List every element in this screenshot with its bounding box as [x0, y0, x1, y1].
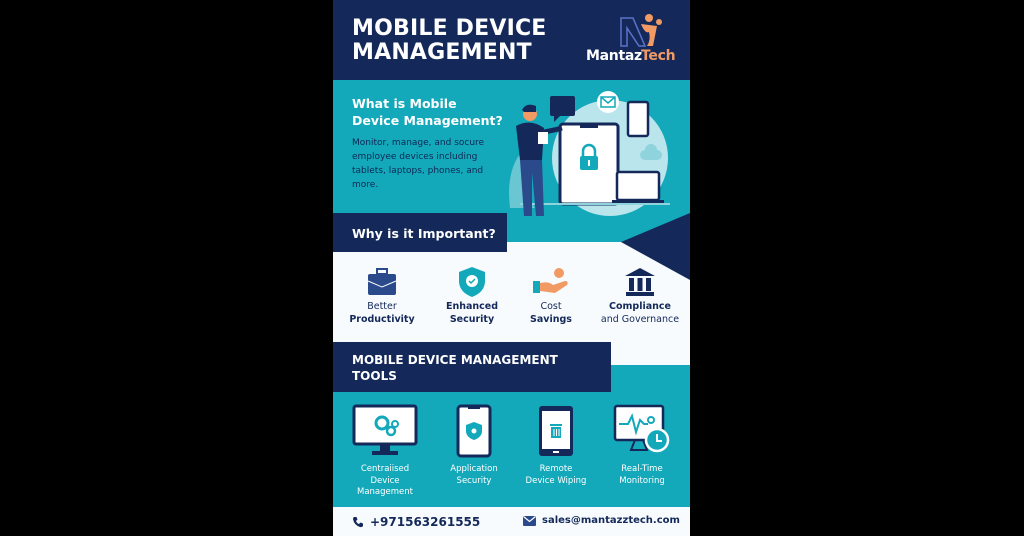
contact-footer: +971563261555 sales@mantazztech.com — [333, 507, 690, 536]
phone-shield-icon — [456, 404, 492, 458]
benefit-label-line-2: Productivity — [349, 314, 415, 325]
intro-heading-line-2: Device Management? — [352, 113, 503, 128]
tool-label-line-2: Device Wiping — [525, 475, 587, 486]
benefit-label-line-1: Enhanced — [445, 301, 499, 312]
why-important-banner: Why is it Important? — [333, 213, 507, 252]
poster-title: MOBILE DEVICE MANAGEMENT — [352, 17, 547, 65]
benefit-label-line-1: Compliance — [609, 301, 671, 312]
tool-label-line-2: Device — [370, 475, 400, 486]
hand-coin-icon — [533, 268, 568, 293]
tool-label-line-1: Remote — [539, 464, 573, 474]
tool-label-line-3: Management — [357, 487, 413, 497]
benefit-label-line-2: Security — [449, 314, 495, 325]
tools-banner-line-1: MOBILE DEVICE MANAGEMENT — [352, 353, 558, 367]
chat-bubble-icon — [550, 96, 575, 116]
logo-text-tech: Tech — [641, 48, 676, 64]
benefit-compliance-governance: Compliance and Governance — [595, 266, 685, 326]
benefit-label-line-2: and Governance — [600, 314, 680, 325]
logo-mark-icon — [620, 14, 662, 47]
infographic-poster: MOBILE DEVICE MANAGEMENT Mantaz Tech Wha… — [333, 0, 690, 536]
email-address: sales@mantazztech.com — [542, 515, 680, 526]
title-line-2: MANAGEMENT — [352, 40, 532, 65]
benefit-label-line-2: Savings — [530, 314, 572, 325]
phone-number: +971563261555 — [370, 515, 481, 529]
shield-check-icon — [459, 267, 485, 297]
bank-building-icon — [625, 268, 655, 296]
tool-label-line-1: Real-Time — [621, 464, 663, 474]
benefit-label-line-1: Better — [367, 301, 397, 312]
tools-banner: MOBILE DEVICE MANAGEMENT TOOLS — [333, 342, 611, 392]
mail-icon — [523, 515, 536, 526]
tools-banner-line-2: TOOLS — [352, 369, 397, 383]
intro-heading: What is Mobile Device Management? — [352, 95, 503, 129]
logo-text-mantaz: Mantaz — [586, 48, 642, 64]
email-contact[interactable]: sales@mantazztech.com — [523, 515, 680, 526]
header: MOBILE DEVICE MANAGEMENT Mantaz Tech — [333, 0, 690, 80]
tablet-trash-icon — [539, 406, 573, 456]
title-line-1: MOBILE DEVICE — [352, 16, 547, 41]
tool-label-line-2: Monitoring — [619, 475, 665, 486]
phone-contact[interactable]: +971563261555 — [352, 515, 480, 529]
tool-label-line-1: Centraiised — [360, 464, 410, 474]
monitor-gears-icon — [352, 404, 418, 455]
tool-label-line-2: Security — [456, 475, 492, 486]
mantaz-tech-logo: Mantaz Tech — [583, 12, 688, 70]
intro-body: Monitor, manage, and socure employee dev… — [352, 138, 485, 190]
intro-heading-line-1: What is Mobile — [352, 96, 457, 111]
briefcase-icon — [367, 268, 397, 295]
phone-icon — [353, 517, 363, 528]
monitor-pulse-clock-icon — [613, 404, 670, 453]
device-management-illustration — [509, 91, 670, 216]
tool-label-line-1: Application — [450, 464, 498, 474]
benefit-label-line-1: Cost — [540, 301, 562, 312]
